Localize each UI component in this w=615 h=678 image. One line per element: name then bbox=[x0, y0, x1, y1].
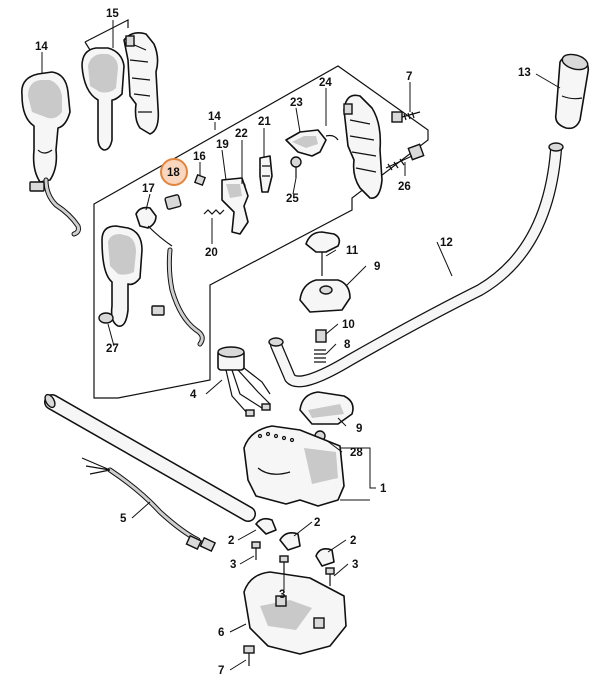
screw-25-part[interactable] bbox=[290, 156, 302, 178]
callout-4: 4 bbox=[190, 389, 197, 401]
clamp-2-right-part[interactable] bbox=[315, 548, 335, 567]
screw-7-bottom-part[interactable] bbox=[243, 645, 255, 666]
clamp-bottom-part[interactable] bbox=[299, 391, 354, 425]
callout-18: 18 bbox=[167, 167, 180, 179]
callout-2-right: 2 bbox=[350, 535, 356, 547]
harness-rod-part[interactable] bbox=[43, 393, 256, 552]
callout-24: 24 bbox=[319, 77, 332, 89]
spring-8-part[interactable] bbox=[314, 349, 326, 363]
callout-11: 11 bbox=[346, 245, 359, 257]
spring-20-part[interactable] bbox=[203, 209, 225, 215]
callout-6: 6 bbox=[218, 627, 224, 639]
nut-10-part[interactable] bbox=[315, 329, 327, 343]
button-17-part[interactable] bbox=[135, 206, 173, 247]
callout-23: 23 bbox=[290, 97, 303, 109]
callout-2-mid: 2 bbox=[314, 517, 320, 529]
screw-3-mid-part[interactable] bbox=[279, 555, 289, 574]
control-handle-lower-part[interactable] bbox=[101, 225, 205, 347]
right-shell-part[interactable] bbox=[343, 94, 383, 199]
callout-20: 20 bbox=[205, 247, 218, 259]
callout-labels: 14 15 13 7 14 24 23 21 22 19 16 18 17 26… bbox=[35, 8, 531, 677]
callout-3-mid: 3 bbox=[279, 589, 285, 601]
callout-19: 19 bbox=[216, 139, 229, 151]
callout-2-left: 2 bbox=[228, 535, 234, 547]
cap-18-part[interactable] bbox=[164, 194, 182, 210]
callout-15: 15 bbox=[106, 8, 119, 20]
leader-lines bbox=[41, 20, 561, 671]
grip-assembly-frame bbox=[84, 19, 129, 43]
callout-10: 10 bbox=[342, 319, 355, 331]
grip-part[interactable] bbox=[554, 52, 590, 130]
callout-26: 26 bbox=[398, 181, 411, 193]
callout-7-top: 7 bbox=[406, 71, 412, 83]
trigger-part[interactable] bbox=[221, 177, 249, 235]
screw-3-right-part[interactable] bbox=[325, 567, 335, 586]
callout-12: 12 bbox=[440, 237, 453, 249]
long-screw-part[interactable] bbox=[385, 143, 425, 171]
callout-22: 22 bbox=[235, 128, 248, 140]
handle-shell-part[interactable] bbox=[81, 32, 160, 151]
lower-housing-part[interactable] bbox=[243, 571, 347, 655]
callout-13: 13 bbox=[518, 67, 531, 79]
callout-1: 1 bbox=[380, 483, 387, 495]
part-16[interactable] bbox=[193, 173, 207, 187]
switch-part[interactable] bbox=[217, 346, 271, 417]
clamp-top-part[interactable] bbox=[299, 279, 351, 313]
callout-16: 16 bbox=[193, 151, 206, 163]
screw-3-left-part[interactable] bbox=[251, 541, 261, 560]
wing-screw-part[interactable] bbox=[305, 231, 341, 276]
handle-assembly-frame bbox=[93, 65, 429, 399]
callout-8: 8 bbox=[344, 339, 351, 351]
callout-7-bottom: 7 bbox=[218, 665, 224, 677]
callout-27: 27 bbox=[106, 343, 119, 355]
callout-17: 17 bbox=[142, 183, 155, 195]
handlebar-tube-part[interactable] bbox=[268, 142, 564, 388]
callout-14b: 14 bbox=[208, 111, 221, 123]
screw-7-top-part[interactable] bbox=[391, 111, 421, 123]
housing-part[interactable] bbox=[243, 425, 345, 507]
callout-9-top: 9 bbox=[374, 261, 380, 273]
clamp-2-left-part[interactable] bbox=[255, 517, 277, 535]
nut-27-part[interactable] bbox=[98, 312, 114, 324]
callout-14a: 14 bbox=[35, 41, 48, 53]
callout-3-right: 3 bbox=[352, 559, 358, 571]
callout-9-bottom: 9 bbox=[356, 423, 362, 435]
throttle-lever-part[interactable] bbox=[285, 129, 339, 157]
callout-25: 25 bbox=[286, 193, 299, 205]
callout-21: 21 bbox=[258, 116, 271, 128]
highlight-marker bbox=[160, 158, 188, 186]
callout-5: 5 bbox=[120, 513, 127, 525]
control-handle-part[interactable] bbox=[21, 71, 81, 237]
clamp-2-mid-part[interactable] bbox=[279, 532, 301, 551]
lock-lever-21-part[interactable] bbox=[259, 155, 273, 193]
callout-3-left: 3 bbox=[230, 559, 236, 571]
callout-28: 28 bbox=[350, 447, 363, 459]
